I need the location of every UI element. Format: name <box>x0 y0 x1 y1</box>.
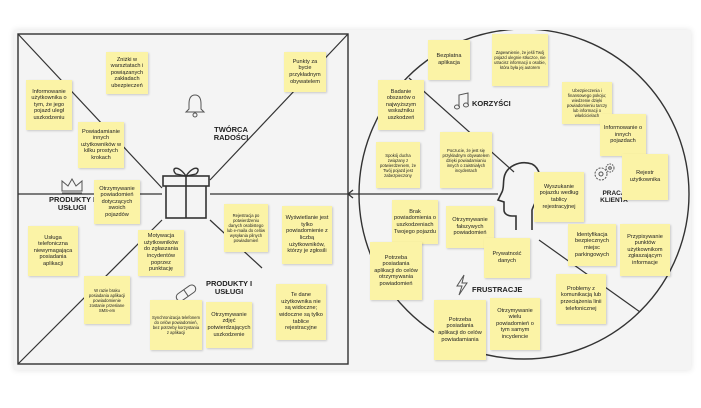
gears-icon <box>594 163 615 181</box>
note-pain-multiple-notifications: Otrzymywanie wielu powiadomień o tym sam… <box>490 298 540 350</box>
note-job-phone-problems: Problemy z komunikacją lub przeciążenia … <box>556 274 606 324</box>
note-job-safe-parking: Identyfikacja bezpiecznych miejsc parkin… <box>568 224 616 266</box>
note-pain-reliever-sync: Synchronizacja telefonem do celów powiad… <box>150 300 202 350</box>
note-gain-creator-points: Punkty za bycie przykładnym obywatelem <box>284 52 326 92</box>
note-pain-reliever-count-only: Wyświetlanie jest tylko powiadomienie z … <box>282 206 332 264</box>
note-job-user-registry: Rejestr użytkownika <box>622 154 668 200</box>
note-job-assign-points: Przypisywanie punktów użytkownikom zgłas… <box>620 224 670 276</box>
note-gain-assurance: Zapewnienie, że jeśli Twój pojazd ulegni… <box>492 34 548 86</box>
note-job-inform-vehicles: Informowanie o innych pojazdach <box>600 114 646 156</box>
note-gain-free-app: Bezpłatna aplikacja <box>428 40 470 80</box>
section-pains: FRUSTRACJE <box>472 285 523 294</box>
note-pain-reliever-photos: Otrzymywanie zdjęć potwierdzających uszk… <box>206 302 252 348</box>
note-gain-creator-motivation: Motywacja użytkowników do zgłaszania inc… <box>138 230 184 276</box>
gift-icon <box>162 167 210 219</box>
section-gains: KORZYŚCI <box>472 99 511 108</box>
note-gain-creator-discounts: Zniżki w warsztatach i powiązanych zakła… <box>106 52 148 94</box>
note-product-phone-service: Usługa telefoniczna niewymagająca posiad… <box>28 226 78 276</box>
section-customer-job: PRACA KLIENTA <box>600 190 628 204</box>
note-product-notify-others: Powiadamianie innych użytkowników w kilk… <box>78 122 124 168</box>
bell-icon <box>184 94 206 118</box>
pill-icon <box>175 284 197 302</box>
section-products-top: PRODUKTY I USŁUGI <box>48 195 96 212</box>
note-gain-good-citizen: Poczucie, że jest się przykładnym obywat… <box>440 132 492 188</box>
note-pain-need-app-notify: Potrzeba posiadania aplikacji do celów p… <box>434 300 486 360</box>
note-gain-creator-registration: Rejestracja po potwierdzeniu danych osob… <box>224 204 268 252</box>
value-proposition-canvas: TWÓRCA RADOŚCI PRODUKTY I USŁUGI PRODUKT… <box>14 30 691 370</box>
note-pain-need-app-receive: Potrzeba posiadania aplikacji do celów o… <box>370 242 422 300</box>
music-note-icon <box>454 92 469 110</box>
note-pain-reliever-plates-only: Te dane użytkownika nie są widoczne; wid… <box>276 284 326 340</box>
note-pain-data-privacy: Prywatność danych <box>484 238 530 278</box>
note-product-inform-damage: Informowanie użytkownika o tym, że jego … <box>26 80 72 130</box>
note-gain-research-areas: Badanie obszarów o najwyższym wskaźniku … <box>378 80 424 130</box>
note-job-search-plate: Wyszukanie pojazdu według tablicy rejest… <box>534 172 584 222</box>
arrow-left-icon <box>347 189 360 199</box>
crown-icon <box>61 177 83 194</box>
note-pain-reliever-sms: W razie braku posiadania aplikacji powia… <box>84 276 130 324</box>
section-products-bottom: PRODUKTY I USŁUGI <box>205 279 253 296</box>
section-gain-creators: TWÓRCA RADOŚCI <box>213 125 249 142</box>
lightning-icon <box>456 274 468 296</box>
note-pain-no-notification: Brak powiadomienia o uszkodzeniach Twoje… <box>392 200 438 244</box>
note-gain-insurance: Ubezpieczenia i finansowego pokoju; wied… <box>562 82 612 124</box>
note-product-receive-notifications: Otrzymywanie powiadomień dotyczących swo… <box>94 180 140 224</box>
note-gain-peace-of-mind: Spokój ducha związany z potwierdzeniem, … <box>376 142 420 188</box>
